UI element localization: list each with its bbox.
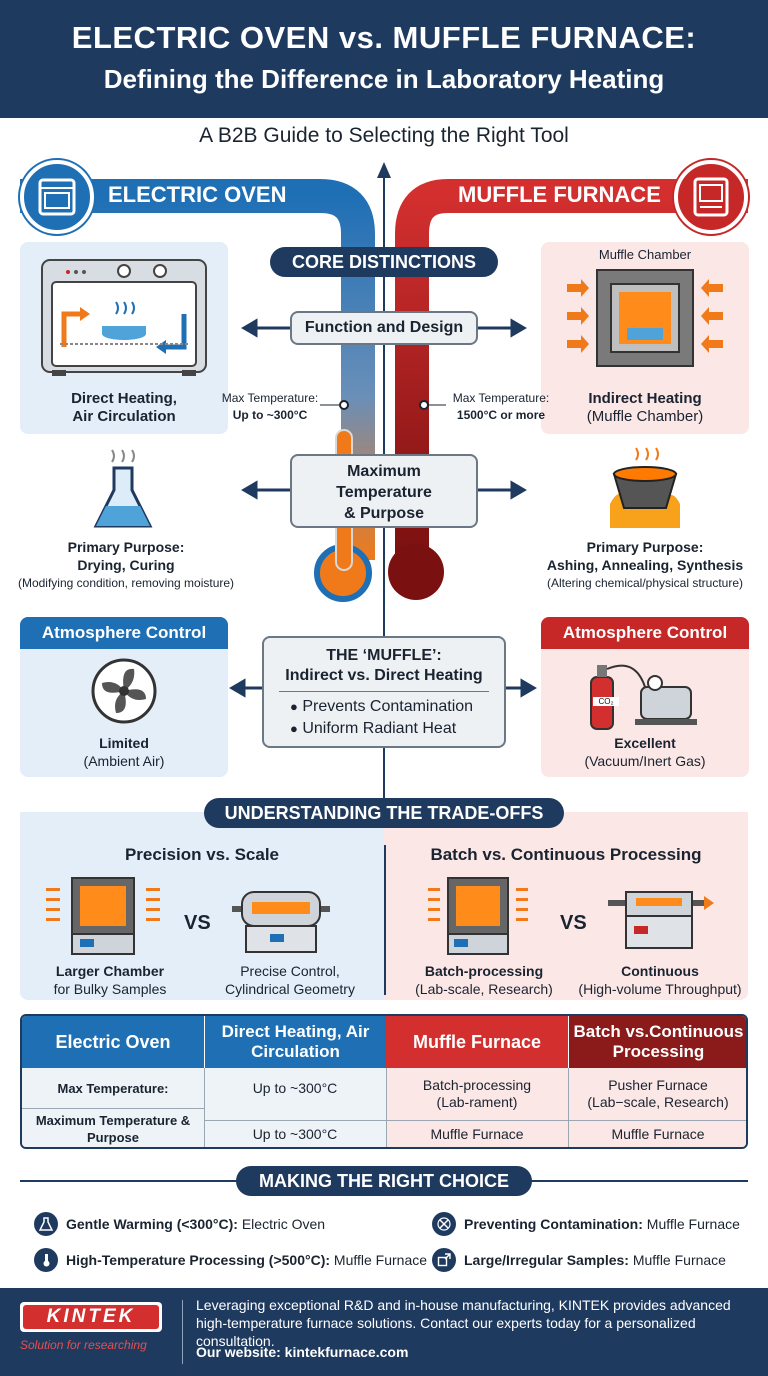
oven-atmosphere-title: Atmosphere Control [20,617,228,649]
gas-pump-icon [590,664,697,730]
expand-icon [432,1248,456,1272]
oven-heating-panel: Direct Heating,Air Circulation [20,242,228,434]
choice-item-2: Preventing Contamination: Muffle Furnace [432,1212,740,1236]
furnace-atmosphere-title: Atmosphere Control [541,617,749,649]
furnace-heating-panel: Muffle Chamber Indirect Heating(Muffle C… [541,242,749,434]
table-header-3: Muffle Furnace [386,1016,568,1068]
page-title: ELECTRIC OVEN vs. MUFFLE FURNACE: [71,20,697,55]
furnace-thermo-bulb [388,544,444,600]
table-header-1: Electric Oven [22,1016,204,1068]
tradeoffs-pill: UNDERSTANDING THE TRADE-OFFS [204,798,564,828]
subtitle: A B2B Guide to Selecting the Right Tool [199,124,569,147]
furnace-icon [693,177,729,217]
continuous-label: Continuous(High-volume Throughput) [578,963,742,997]
choice-item-4: Large/Irregular Samples: Muffle Furnace [432,1248,726,1272]
fan-icon [91,658,157,724]
footer: KINTEK Solution for researching Leveragi… [0,1288,768,1376]
axis-arrow-icon [377,162,391,178]
co2-label: CO₂ [593,697,619,706]
page-title-line2: Defining the Difference in Laboratory He… [103,64,665,94]
vs-label-left: VS [184,912,211,934]
continuous-furnace-icon [608,891,714,949]
furnace-title: MUFFLE FURNACE [458,182,661,207]
furnace-purpose: Primary Purpose: Ashing, Annealing, Synt… [546,539,744,590]
batch-furnace-icon [428,877,528,955]
table-header-4: Batch vs.Continuous Processing [568,1016,746,1068]
table-header-2: Direct Heating, Air Circulation [204,1016,386,1068]
shield-flask-icon [432,1212,456,1236]
furnace-pipe [395,179,748,560]
muffle-explainer-box: THE ‘MUFFLE’: Indirect vs. Direct Heatin… [262,636,506,748]
furnace-max-temp: Max Temperature:1500°C or more [452,391,550,422]
vs-label-right: VS [560,912,587,934]
tube-furnace-icon [232,891,330,953]
oven-purpose: Primary Purpose: Drying, Curing (Modifyi… [17,539,235,590]
box-furnace-icon [46,877,160,955]
choice-item-3: High-Temperature Processing (>500°C): Mu… [34,1248,427,1272]
oven-badge [20,160,94,234]
thermometer-icon [34,1248,58,1272]
core-distinctions-pill: CORE DISTINCTIONS [270,247,498,277]
max-temp-purpose-box: Maximum Temperature & Purpose [290,454,478,528]
precision-scale-title: Precision vs. Scale [124,845,280,864]
footer-website[interactable]: Our website: kintekfurnace.com [196,1344,409,1360]
right-choice-pill: MAKING THE RIGHT CHOICE [236,1166,532,1196]
table-row: Max Temperature: [57,1080,169,1096]
oven-icon [38,178,76,216]
muffle-point-2: ● Uniform Radiant Heat [290,720,457,737]
muffle-chamber-icon [567,269,723,367]
furnace-heating-label: Indirect Heating(Muffle Chamber) [586,390,704,425]
furnace-atmosphere-panel: Atmosphere Control CO₂ Excellent(Vacuum/… [541,617,749,777]
oven-atmosphere-value: Limited(Ambient Air) [83,735,165,769]
oven-illustration-icon [41,259,207,376]
crucible-fire-icon [610,447,680,528]
oven-max-temp: Max Temperature:Up to ~300°C [221,391,319,422]
kintek-logo: KINTEK [20,1302,162,1332]
muffle-chamber-label: Muffle Chamber [598,247,692,262]
flask-icon [34,1212,58,1236]
oven-heating-label: Direct Heating,Air Circulation [71,390,177,425]
oven-atmosphere-panel: Atmosphere Control Limited(Ambient Air) [20,617,228,777]
batch-processing-label: Batch-processing(Lab-scale, Research) [415,963,553,997]
oven-title: ELECTRIC OVEN [108,182,287,207]
flask-icon [93,449,153,528]
furnace-atmosphere-value: Excellent(Vacuum/Inert Gas) [584,735,706,769]
footer-text: Leveraging exceptional R&D and in-house … [196,1297,731,1349]
muffle-point-1: ● Prevents Contamination [290,698,474,715]
oven-pipe [20,179,375,560]
table-row: Maximum Temperature & Purpose [35,1112,191,1145]
precise-control-label: Precise Control,Cylindrical Geometry [225,963,355,997]
header-banner: ELECTRIC OVEN vs. MUFFLE FURNACE: Defini… [0,0,768,118]
comparison-table: Electric Oven Direct Heating, Air Circul… [20,1014,748,1149]
logo-tagline: Solution for researching [20,1338,147,1352]
choice-item-1: Gentle Warming (<300°C): Electric Oven [34,1212,325,1236]
function-design-box: Function and Design [290,311,478,345]
batch-continuous-title: Batch vs. Continuous Processing [430,845,702,864]
furnace-badge [674,160,748,234]
